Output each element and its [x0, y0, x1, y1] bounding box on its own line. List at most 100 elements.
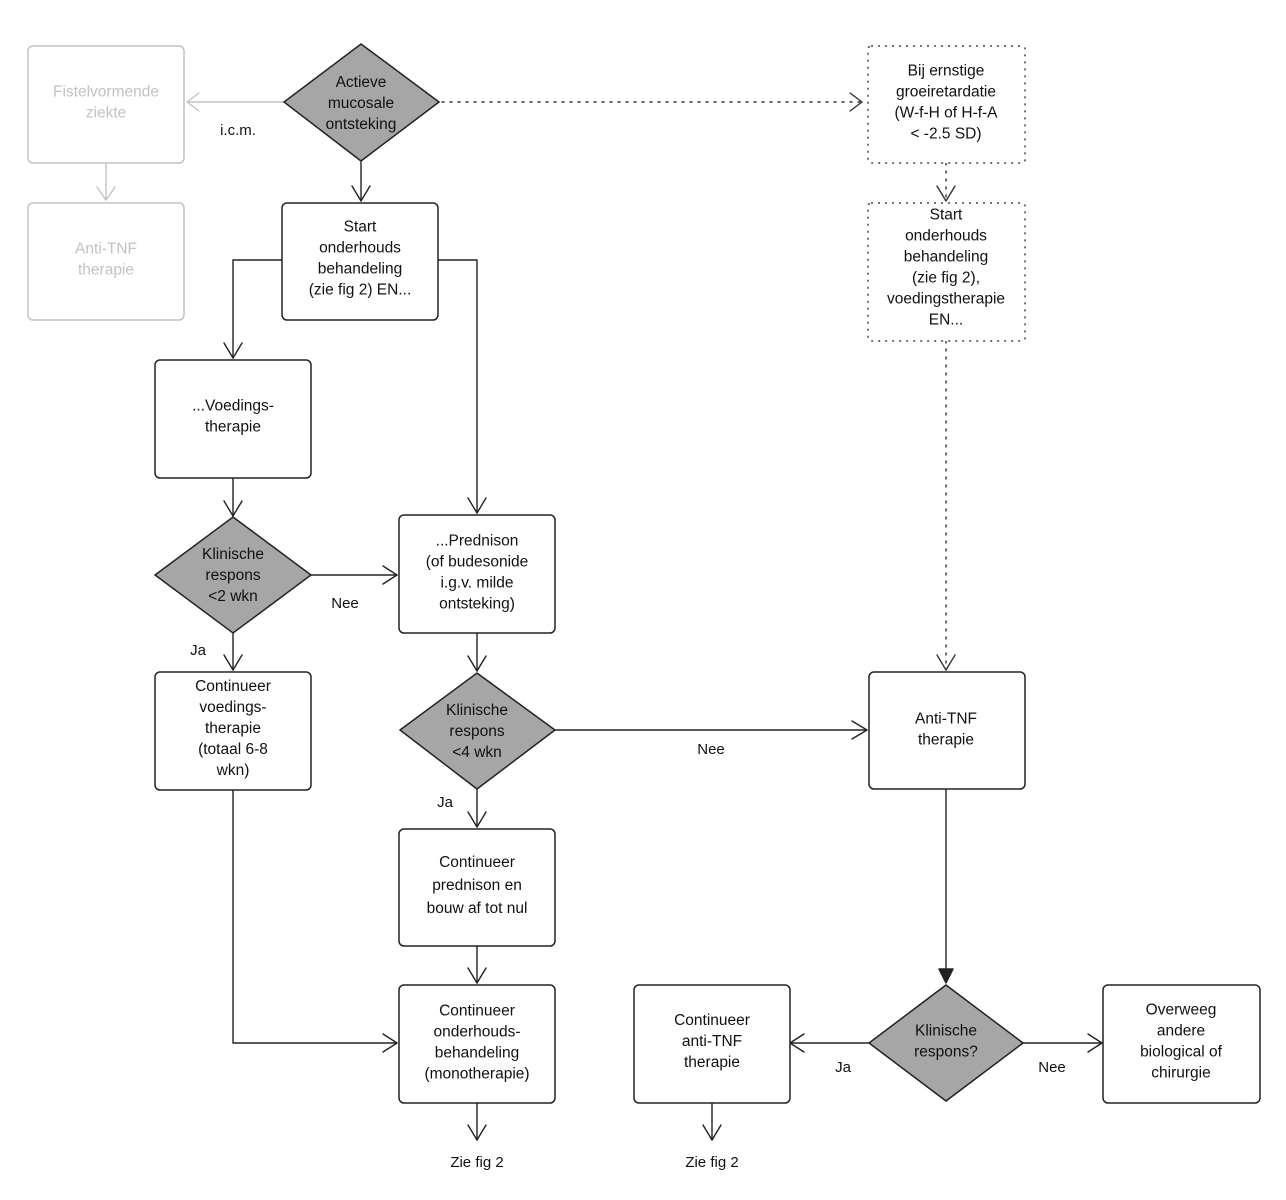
node-text-line: voedingstherapie	[887, 291, 1005, 308]
edge-start-to-voeding	[223, 259, 283, 359]
edge-klinisch2-to-continueervoeding	[223, 632, 243, 671]
node-text-line: biological of	[1140, 1044, 1223, 1061]
anti-tnf-faded-text: Anti-TNF therapie	[75, 241, 137, 279]
node-text-line: voedings-	[199, 699, 266, 716]
ja-label-2wkn: Ja	[190, 642, 207, 659]
node-text-line: Anti-TNF	[75, 241, 137, 258]
voedingstherapie-box	[154, 359, 312, 479]
continueer-anti-tnf-box	[633, 984, 791, 1104]
edge-klinisch2-to-prednison	[310, 565, 398, 585]
node-text-line: < -2.5 SD)	[910, 126, 981, 143]
edge-continueervoeding-to-onderhoud	[232, 789, 398, 1053]
node-text-line: behandeling	[435, 1045, 519, 1062]
zie-fig-2-right: Zie fig 2	[685, 1154, 738, 1171]
continueer-onderhoudsbehandeling-text: Continueer onderhouds-behandeling (monothe…	[424, 1003, 529, 1083]
node-text-line: ziekte	[86, 105, 127, 122]
edge-voeding-to-klinisch2	[223, 477, 243, 517]
edge-groei-to-startvoeding	[936, 162, 956, 202]
node-text-line: therapie	[205, 419, 261, 436]
node-text-line: behandeling	[318, 261, 402, 278]
node-text-line: onderhouds	[905, 228, 987, 245]
klinische-respons-4wkn-diamond	[398, 672, 557, 790]
node-text-line: therapie	[918, 732, 974, 749]
anti-tnf-therapie-text: Anti-TNF therapie	[915, 711, 977, 749]
ja-label-4wkn: Ja	[437, 794, 454, 811]
groeiretardatie-box	[867, 45, 1026, 164]
node-text-line: ...Prednison	[436, 533, 519, 550]
edge-actieve-to-start	[351, 161, 371, 202]
node-text-line: Actieve	[336, 74, 387, 91]
voedingstherapie-text: ...Voedings-therapie	[192, 398, 274, 436]
node-text-line: therapie	[78, 262, 134, 279]
node-text-line: (zie fig 2) EN...	[309, 282, 412, 299]
klinische-respons-diamond	[867, 984, 1025, 1102]
node-text-line: respons?	[914, 1044, 978, 1061]
edge-klinisch4-to-continueerprednison	[467, 789, 487, 828]
node-text-line: anti-TNF	[682, 1033, 742, 1050]
edge-continueerprednison-to-onderhoud	[467, 945, 487, 984]
node-text-line: (totaal 6-8	[198, 741, 268, 758]
node-text-line: Continueer	[674, 1012, 750, 1029]
continueer-voedingstherapie-box	[154, 671, 312, 791]
node-text-line: ontsteking)	[439, 596, 515, 613]
anti-tnf-faded-box	[27, 202, 185, 321]
nee-label-4wkn: Nee	[697, 741, 725, 758]
klinische-respons-2wkn-diamond	[153, 516, 313, 634]
continueer-anti-tnf-text: Continueer anti-TNF therapie	[674, 1012, 750, 1071]
continueer-onderhoudsbehandeling-box	[398, 984, 556, 1104]
actieve-mucosale-ontsteking-diamond	[282, 43, 441, 162]
node-text-line: respons	[449, 723, 504, 740]
anti-tnf-therapie-box	[868, 671, 1026, 790]
node-text-line: therapie	[684, 1054, 740, 1071]
node-text-line: EN...	[929, 312, 963, 329]
node-text-line: ...Voedings-	[192, 398, 274, 415]
edge-klinischrespons-to-overweeg	[1022, 1033, 1103, 1053]
klinische-respons-text: Klinische respons?	[914, 1023, 978, 1061]
node-text-line: behandeling	[904, 249, 988, 266]
icm-label: i.c.m.	[220, 122, 256, 139]
node-text-line: <4 wkn	[452, 744, 502, 761]
node-text-line: Start	[930, 207, 963, 224]
node-text-line: therapie	[205, 720, 261, 737]
node-text-line: Klinische	[915, 1023, 977, 1040]
node-text-line: <2 wkn	[208, 588, 258, 605]
edge-actieve-to-fistel	[186, 92, 285, 112]
node-text-line: Start	[344, 219, 377, 236]
edge-start-to-prednison	[437, 259, 487, 514]
node-text-line: prednison en	[432, 877, 522, 894]
continueer-prednison-box	[398, 828, 556, 947]
edge-klinischrespons-to-continueerantitnf	[789, 1033, 870, 1053]
overweeg-andere-biological-text: Overweeg andere biological of chirurgie	[1140, 1002, 1223, 1082]
node-text-line: chirurgie	[1151, 1065, 1210, 1082]
node-text-line: groeiretardatie	[896, 84, 996, 101]
start-onderhouds-behandeling-box	[281, 202, 439, 321]
prednison-box	[398, 514, 556, 634]
node-text-line: (of budesonide	[426, 554, 529, 571]
node-text-line: Continueer	[439, 1003, 515, 1020]
nee-label-2wkn: Nee	[331, 595, 359, 612]
nee-label-respons: Nee	[1038, 1059, 1066, 1076]
node-text-line: (W-f-H of H-f-A	[894, 105, 998, 122]
edge-onderhoud-to-ziefig	[467, 1102, 487, 1141]
node-text-line: Continueer	[195, 678, 271, 695]
node-text-line: bouw af tot nul	[427, 900, 528, 917]
node-text-line: Anti-TNF	[915, 711, 977, 728]
node-text-line: onderhouds-	[433, 1024, 520, 1041]
edge-klinisch4-to-antitnf	[554, 720, 868, 740]
node-text-line: mucosale	[328, 95, 394, 112]
edge-fistel-to-antitnf	[96, 162, 116, 201]
node-text-line: Overweeg	[1146, 1002, 1217, 1019]
node-text-line: andere	[1157, 1023, 1205, 1040]
edge-continueerantitnf-to-ziefig	[702, 1102, 722, 1141]
node-text-line: (monotherapie)	[424, 1066, 529, 1083]
